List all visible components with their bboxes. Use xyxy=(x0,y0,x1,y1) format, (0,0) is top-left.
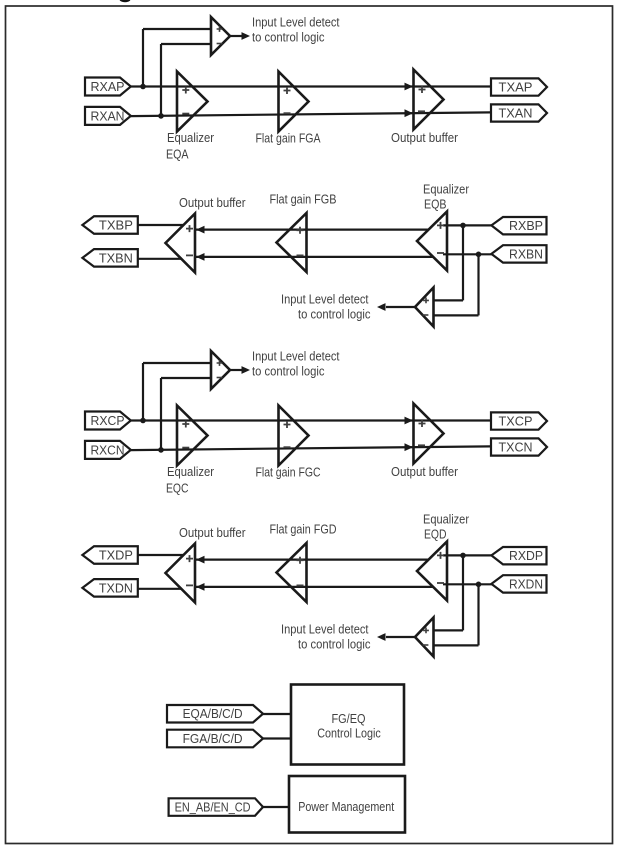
svg-text:Equalizer: Equalizer xyxy=(167,465,214,479)
svg-text:Output buffer: Output buffer xyxy=(179,526,246,540)
svg-text:to control logic: to control logic xyxy=(252,31,325,45)
svg-text:Input Level detect: Input Level detect xyxy=(281,623,369,637)
svg-text:EQD: EQD xyxy=(424,528,447,542)
svg-text:TXBP: TXBP xyxy=(99,218,133,232)
svg-text:RXDN: RXDN xyxy=(509,577,543,591)
svg-text:RXDP: RXDP xyxy=(509,549,543,563)
svg-text:Power Management: Power Management xyxy=(298,800,394,814)
svg-text:RXCP: RXCP xyxy=(91,414,125,428)
svg-text:TXCN: TXCN xyxy=(499,440,533,454)
svg-text:RXCN: RXCN xyxy=(91,443,125,457)
svg-text:Output buffer: Output buffer xyxy=(391,465,458,479)
svg-text:Output buffer: Output buffer xyxy=(179,196,246,210)
svg-text:TXDN: TXDN xyxy=(99,581,133,595)
svg-text:EQA: EQA xyxy=(166,148,189,162)
svg-text:EQB: EQB xyxy=(424,198,447,212)
svg-text:Equalizer: Equalizer xyxy=(423,513,469,527)
svg-text:Equalizer: Equalizer xyxy=(167,131,214,145)
svg-text:Output buffer: Output buffer xyxy=(391,131,458,145)
svg-text:Flat gain FGC: Flat gain FGC xyxy=(256,466,321,480)
svg-text:to control logic: to control logic xyxy=(298,638,371,652)
svg-text:FGA/B/C/D: FGA/B/C/D xyxy=(183,732,243,746)
svg-text:to control logic: to control logic xyxy=(252,365,325,379)
svg-text:TXBN: TXBN xyxy=(99,251,133,265)
svg-text:Equalizer: Equalizer xyxy=(423,183,469,197)
svg-text:RXAP: RXAP xyxy=(91,80,125,94)
svg-text:TXAP: TXAP xyxy=(499,80,533,94)
svg-text:TXAN: TXAN xyxy=(499,106,533,120)
svg-text:FG/EQ: FG/EQ xyxy=(332,712,366,726)
svg-text:RXBN: RXBN xyxy=(509,247,543,261)
svg-text:TXCP: TXCP xyxy=(499,414,533,428)
svg-text:EQA/B/C/D: EQA/B/C/D xyxy=(183,707,243,721)
svg-text:EQC: EQC xyxy=(166,482,189,496)
svg-text:RXAN: RXAN xyxy=(91,109,125,123)
svg-text:Flat gain FGB: Flat gain FGB xyxy=(270,193,337,207)
svg-text:Input Level detect: Input Level detect xyxy=(252,16,340,30)
svg-text:Input Level detect: Input Level detect xyxy=(252,350,340,364)
svg-text:Input Level detect: Input Level detect xyxy=(281,293,369,307)
svg-text:Flat gain FGD: Flat gain FGD xyxy=(270,523,337,537)
svg-text:EN_AB/EN_CD: EN_AB/EN_CD xyxy=(175,800,251,814)
svg-text:to control logic: to control logic xyxy=(298,308,371,322)
svg-text:Flat gain FGA: Flat gain FGA xyxy=(256,132,321,146)
svg-text:Control Logic: Control Logic xyxy=(317,727,381,741)
svg-text:TXDP: TXDP xyxy=(99,548,133,562)
svg-text:RXBP: RXBP xyxy=(509,219,543,233)
